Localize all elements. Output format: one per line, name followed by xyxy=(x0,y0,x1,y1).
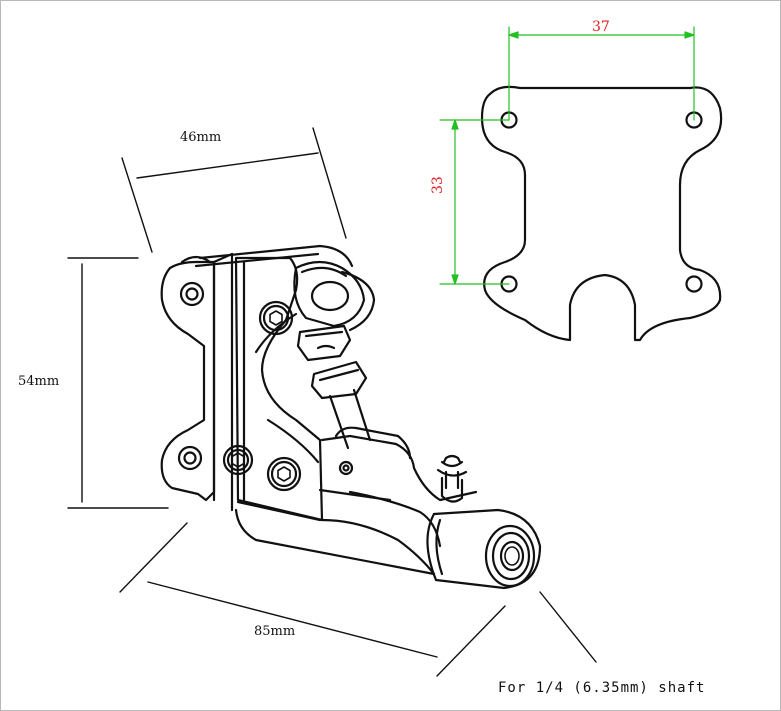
shaft-bearing-outer xyxy=(484,524,536,588)
side-plate xyxy=(234,256,324,522)
pivot-hole xyxy=(338,460,354,476)
rod-end-clevis xyxy=(293,260,366,328)
flange-hole-bottom xyxy=(177,445,203,471)
cap-screw-top xyxy=(258,300,294,336)
plate-dimension-33: 33 xyxy=(430,176,446,194)
shaft-bore xyxy=(499,540,525,572)
plate-hole-bottom-right xyxy=(685,275,703,293)
dimension-label-85mm: 85mm xyxy=(254,624,296,639)
shaft-size-note: For 1/4 (6.35mm) shaft xyxy=(498,680,706,696)
mounting-plate xyxy=(480,85,723,342)
pushrod xyxy=(328,394,350,450)
plate-dimension-guides xyxy=(439,26,695,285)
dimension-label-46mm: 46mm xyxy=(180,130,222,145)
plate-dimension-37: 37 xyxy=(592,19,610,35)
plate-outline xyxy=(480,85,723,342)
cap-screw-left xyxy=(222,444,254,476)
rod-end-nut-top xyxy=(296,324,352,362)
servo-mount-body xyxy=(160,244,542,590)
hose-barb xyxy=(440,476,464,503)
back-flange xyxy=(160,260,216,502)
cap-screw-right xyxy=(266,456,302,492)
flange-hole-top xyxy=(179,281,205,307)
dimension-lines xyxy=(67,127,597,677)
dimension-label-54mm: 54mm xyxy=(18,374,60,389)
servo-arm-block xyxy=(320,434,478,502)
